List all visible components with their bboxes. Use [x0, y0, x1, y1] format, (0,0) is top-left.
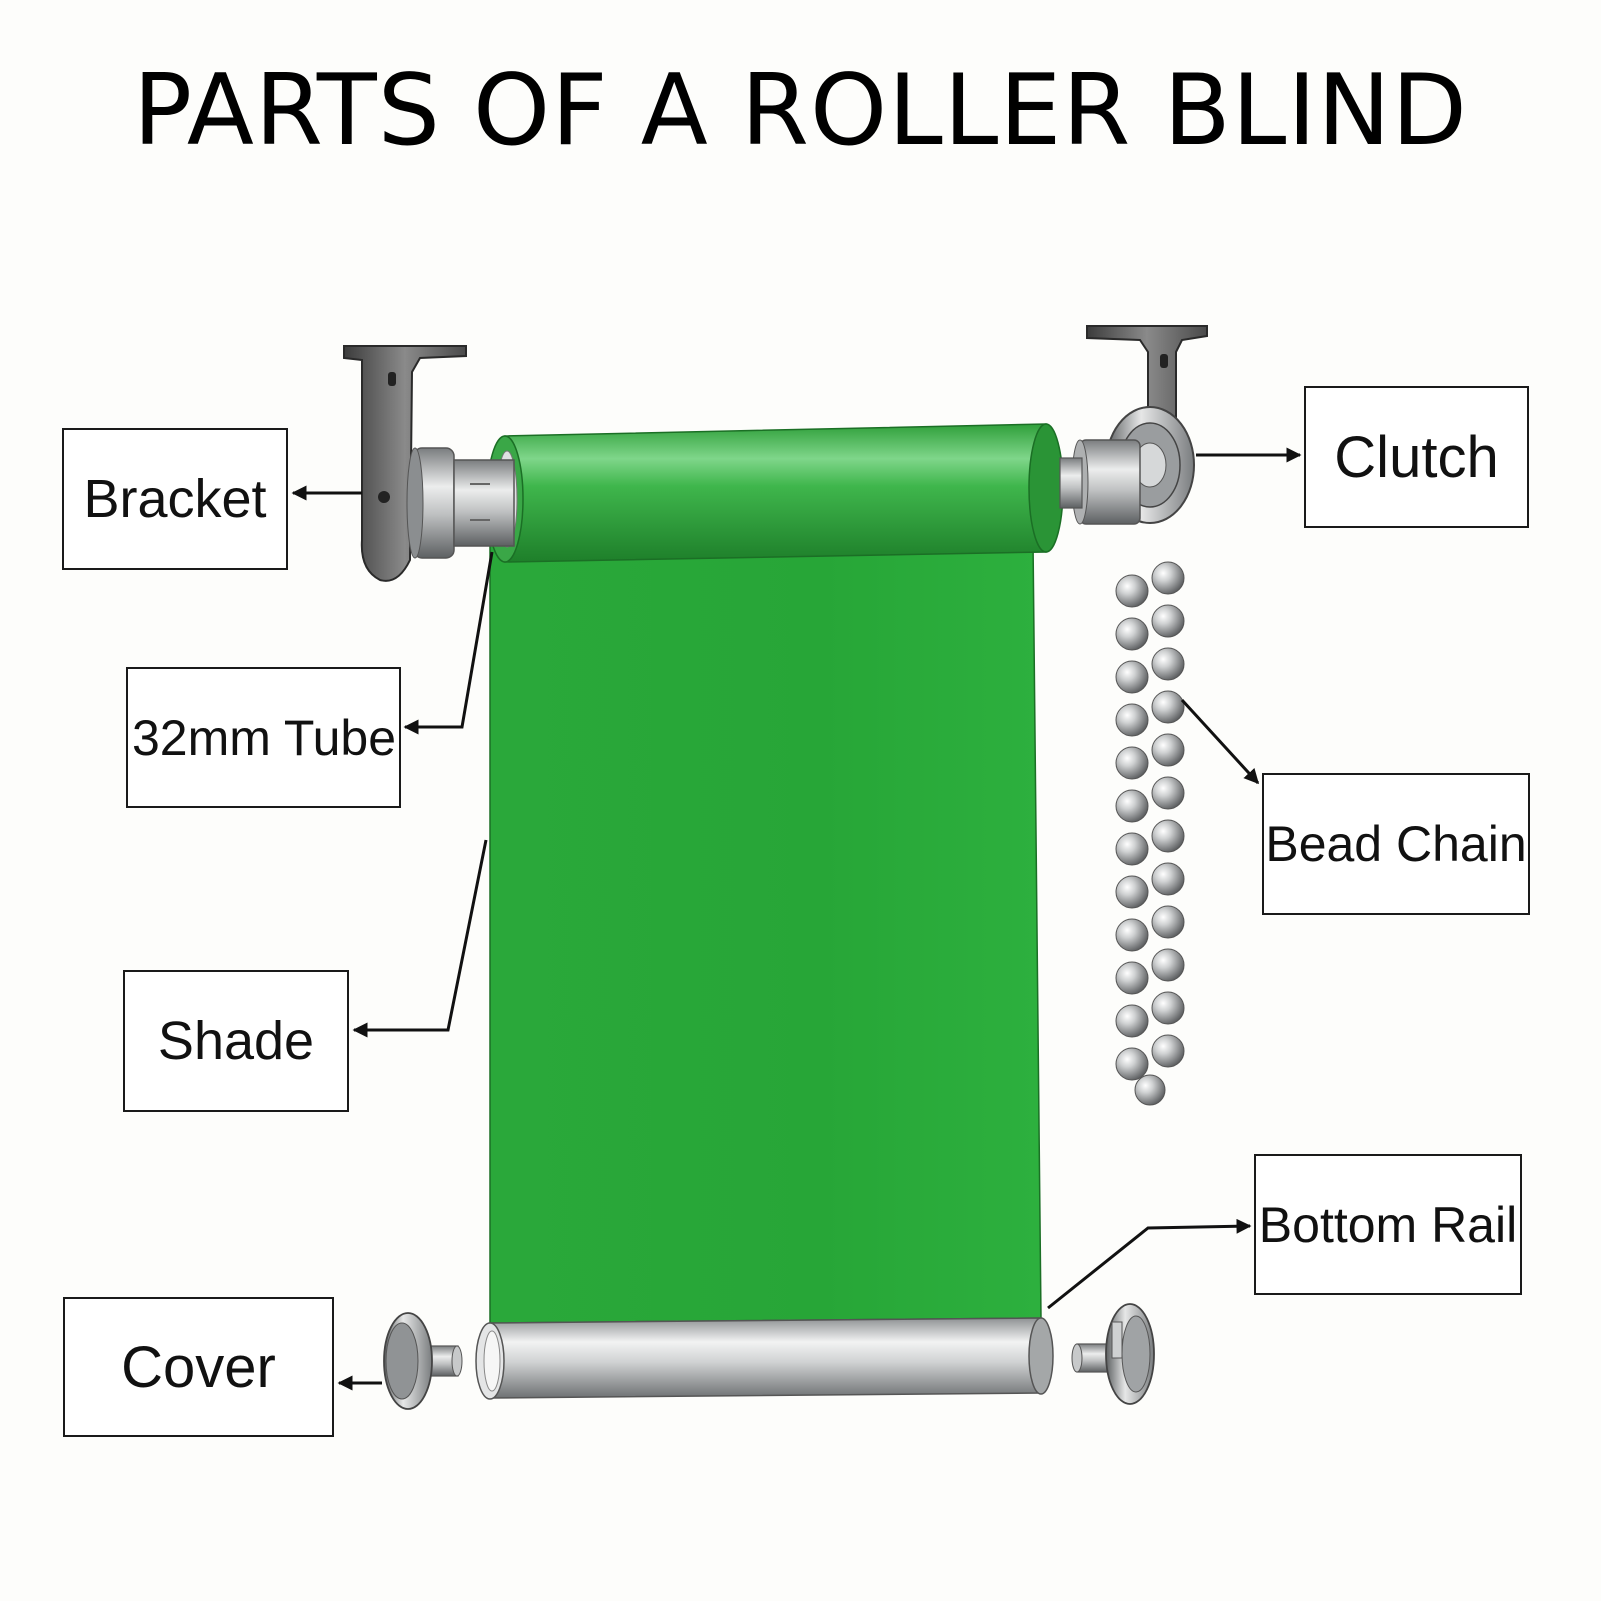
shade-fabric: [489, 539, 1042, 1324]
bead: [1151, 991, 1185, 1025]
bead: [1115, 574, 1149, 608]
bead: [1115, 1047, 1149, 1081]
tube-roll: [486, 423, 1064, 563]
label-shade: Shade: [123, 970, 349, 1112]
bead: [1115, 617, 1149, 651]
bead: [1151, 561, 1185, 595]
label-bead-chain: Bead Chain: [1262, 773, 1530, 915]
bead: [1115, 1004, 1149, 1038]
shade-leader: [352, 839, 488, 1038]
label-clutch: Clutch: [1304, 386, 1529, 528]
bead: [1115, 660, 1149, 694]
left-cover: [383, 1312, 463, 1410]
bead-stopper: [1134, 1074, 1166, 1106]
tube-leader: [403, 551, 494, 735]
bead: [1151, 905, 1185, 939]
bead-chain: [1115, 561, 1185, 1106]
bead: [1115, 789, 1149, 823]
bottom-rail-leader: [1047, 1218, 1252, 1310]
bead: [1151, 948, 1185, 982]
bead: [1151, 604, 1185, 638]
label-cover: Cover: [63, 1297, 334, 1437]
bead: [1151, 1034, 1185, 1068]
bead: [1151, 862, 1185, 896]
clutch: [1059, 406, 1195, 525]
bead: [1151, 733, 1185, 767]
left-bracket: [343, 345, 515, 582]
bead: [1151, 776, 1185, 810]
label-32mm-tube: 32mm Tube: [126, 667, 401, 808]
page-title: PARTS OF A ROLLER BLIND: [133, 54, 1468, 168]
bottom-rail: [475, 1317, 1054, 1400]
label-bottom-rail: Bottom Rail: [1254, 1154, 1522, 1295]
right-cover: [1071, 1303, 1155, 1405]
bead: [1151, 690, 1185, 724]
bead: [1115, 746, 1149, 780]
bead-chain-leader: [1180, 698, 1260, 785]
bead: [1115, 875, 1149, 909]
bead: [1115, 703, 1149, 737]
label-bracket: Bracket: [62, 428, 288, 570]
bead: [1151, 647, 1185, 681]
leader-lines: [291, 447, 1302, 1391]
bead: [1115, 961, 1149, 995]
bead: [1115, 918, 1149, 952]
bead: [1151, 819, 1185, 853]
bead: [1115, 832, 1149, 866]
